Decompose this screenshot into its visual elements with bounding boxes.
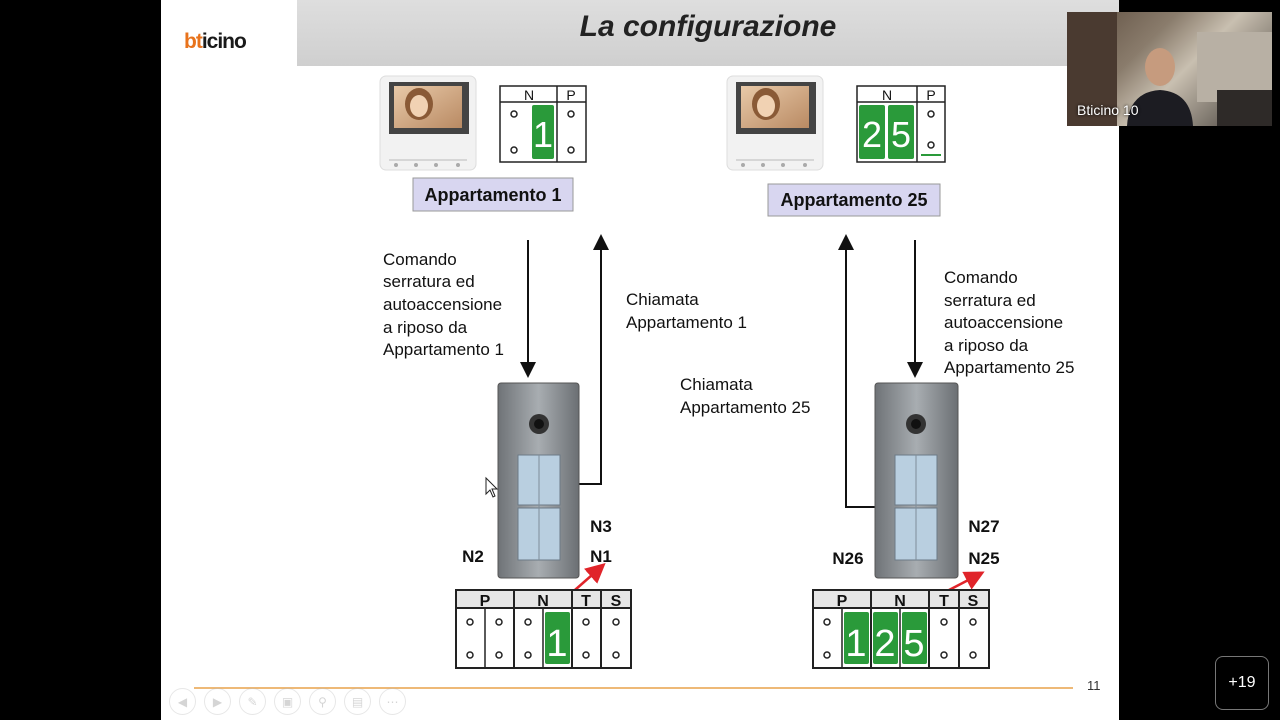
apt1-strip-digit: 1 (546, 623, 567, 665)
apt25-call-arrow (838, 234, 875, 508)
apt1-config-header-n: N (524, 87, 534, 103)
next-slide-icon[interactable]: ▶ (204, 688, 231, 715)
apt25-config-header-p: P (926, 87, 935, 103)
apt25-strip-header-n: N (894, 593, 906, 610)
zoom-icon[interactable]: ⚲ (309, 688, 336, 715)
apt1-strip-header-s: S (611, 593, 622, 610)
slide-number: 11 (1087, 678, 1101, 693)
apt1-node-right: N1 (590, 547, 612, 566)
apt25-label-text: Appartamento 25 (780, 190, 927, 210)
participant-video-tile[interactable]: Bticino 10 (1067, 12, 1272, 126)
participant-name: Bticino 10 (1077, 102, 1139, 118)
apt1-call-line-2: Appartamento 1 (626, 313, 747, 332)
apt1-cmd-line-3: autoaccensione (383, 295, 502, 314)
more-participants-button[interactable]: +19 (1215, 656, 1269, 710)
apt1-strip-header-t: T (581, 593, 591, 610)
apt25-config-digit-2: 5 (891, 114, 911, 155)
configurator-apt1: N P 1 (499, 85, 587, 163)
apt1-cmd-line-1: Comando (383, 250, 457, 269)
configuration-diagram: N P 1 Appartamento 1 Comando serratura e… (194, 75, 1074, 689)
logo-rest: icino (201, 30, 247, 53)
apt25-cmd-line-4: a riposo da (944, 336, 1029, 355)
apt1-strip-header-p: P (480, 593, 491, 610)
entrance-panel-apt25 (874, 382, 959, 579)
apt1-cmd-line-5: Appartamento 1 (383, 340, 504, 359)
apt1-command-text: Comando serratura ed autoaccensione a ri… (383, 250, 507, 359)
logo-area: bticino (161, 0, 297, 66)
apt1-call-text: Chiamata Appartamento 1 (626, 290, 747, 332)
apt25-config-digit-1: 2 (862, 114, 882, 155)
apt25-node-right: N25 (968, 549, 999, 568)
slides-grid-icon[interactable]: ▣ (274, 688, 301, 715)
previous-slide-icon[interactable]: ◀ (169, 688, 196, 715)
presentation-slide: bticino La configurazione (161, 0, 1119, 720)
slide-title: La configurazione (579, 10, 837, 43)
apt25-cmd-line-3: autoaccensione (944, 313, 1063, 332)
apt1-node-left: N2 (462, 547, 484, 566)
apt1-label-text: Appartamento 1 (424, 185, 561, 205)
apt1-cmd-line-2: serratura ed (383, 272, 475, 291)
apt25-strip-digit-1: 1 (845, 623, 866, 665)
apt25-strip-header-s: S (968, 593, 979, 610)
apt1-cmd-line-4: a riposo da (383, 318, 468, 337)
apt25-cmd-line-1: Comando (944, 268, 1018, 287)
title-band: La configurazione (297, 0, 1119, 66)
configurator-apt25: N P 2 5 (856, 85, 946, 163)
label-apartment-25: Appartamento 25 (767, 183, 941, 217)
configurator-strip-apt1: P N T S 1 (455, 589, 632, 669)
pen-icon[interactable]: ✎ (239, 688, 266, 715)
entrance-panel-apt1 (497, 382, 580, 579)
apt25-command-text: Comando serratura ed autoaccensione a ri… (944, 268, 1074, 377)
more-options-icon[interactable]: ⋯ (379, 688, 406, 715)
apt1-node-top: N3 (590, 517, 612, 536)
slide-header: bticino La configurazione (161, 0, 1119, 66)
monitor-apt25 (726, 75, 824, 171)
subtitles-icon[interactable]: ▤ (344, 688, 371, 715)
logo-lead: bt (184, 30, 203, 53)
apt25-strip-digit-2: 2 (874, 623, 895, 665)
apt25-cmd-line-2: serratura ed (944, 291, 1036, 310)
apt1-call-line-1: Chiamata (626, 290, 699, 309)
apt25-node-left: N26 (832, 549, 863, 568)
monitor-apt1 (379, 75, 477, 171)
apt25-config-header-n: N (882, 87, 892, 103)
apt1-call-arrow (579, 234, 609, 485)
apt25-strip-header-p: P (837, 593, 848, 610)
mouse-cursor-icon (485, 476, 499, 498)
bticino-logo: bticino (184, 30, 247, 54)
apt1-config-digit: 1 (533, 114, 553, 155)
apt1-config-header-p: P (566, 87, 575, 103)
label-apartment-1: Appartamento 1 (412, 177, 574, 212)
apt1-strip-header-n: N (537, 593, 549, 610)
apt25-strip-header-t: T (939, 593, 949, 610)
configurator-strip-apt25: P N T S 1 2 5 (812, 589, 990, 669)
apt25-call-line-1: Chiamata (680, 375, 753, 394)
apt25-cmd-line-5: Appartamento 25 (944, 358, 1074, 377)
participant-video-feed (1067, 12, 1272, 126)
apt25-call-line-2: Appartamento 25 (680, 398, 810, 417)
slideshow-toolbar: ◀ ▶ ✎ ▣ ⚲ ▤ ⋯ (169, 688, 406, 716)
apt25-node-top: N27 (968, 517, 999, 536)
apt25-call-text: Chiamata Appartamento 25 (680, 375, 810, 417)
apt25-strip-digit-3: 5 (903, 623, 924, 665)
